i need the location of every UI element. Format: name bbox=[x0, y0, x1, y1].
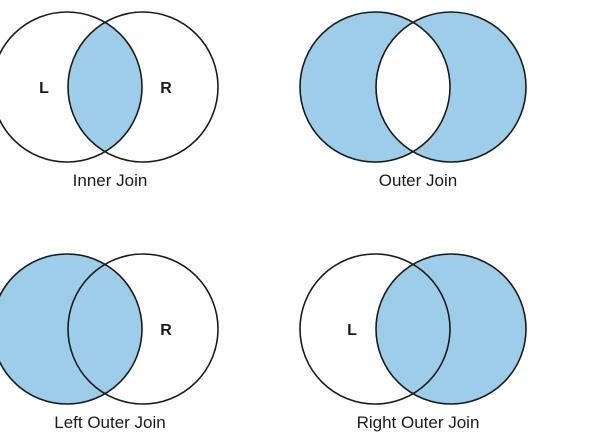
outer-join-panel: Outer Join bbox=[299, 11, 527, 190]
join-caption: Outer Join bbox=[379, 171, 457, 190]
left-set-circle bbox=[299, 253, 451, 405]
left-set-circle bbox=[0, 253, 143, 405]
right-set-circle bbox=[375, 253, 527, 405]
join-caption: Right Outer Join bbox=[357, 413, 480, 432]
left-set-label: L bbox=[39, 80, 49, 97]
join-caption: Left Outer Join bbox=[54, 413, 166, 432]
inner-join-panel: L R Inner Join bbox=[0, 11, 219, 190]
right-set-label: R bbox=[160, 322, 172, 339]
intersection-fill bbox=[68, 254, 142, 404]
right-set-circle bbox=[67, 11, 219, 163]
intersection-fill bbox=[68, 12, 142, 162]
intersection-blank bbox=[376, 12, 450, 162]
left-set-circle bbox=[299, 11, 451, 163]
right-set-circle bbox=[67, 253, 219, 405]
left-set-label: L bbox=[347, 322, 357, 339]
join-caption: Inner Join bbox=[73, 171, 148, 190]
left-set-circle bbox=[0, 11, 143, 163]
right-set-circle bbox=[375, 11, 527, 163]
left-outer-join-panel: R Left Outer Join bbox=[0, 253, 219, 432]
intersection-fill bbox=[376, 254, 450, 404]
right-set-label: R bbox=[160, 80, 172, 97]
right-outer-join-panel: L Right Outer Join bbox=[299, 253, 527, 432]
